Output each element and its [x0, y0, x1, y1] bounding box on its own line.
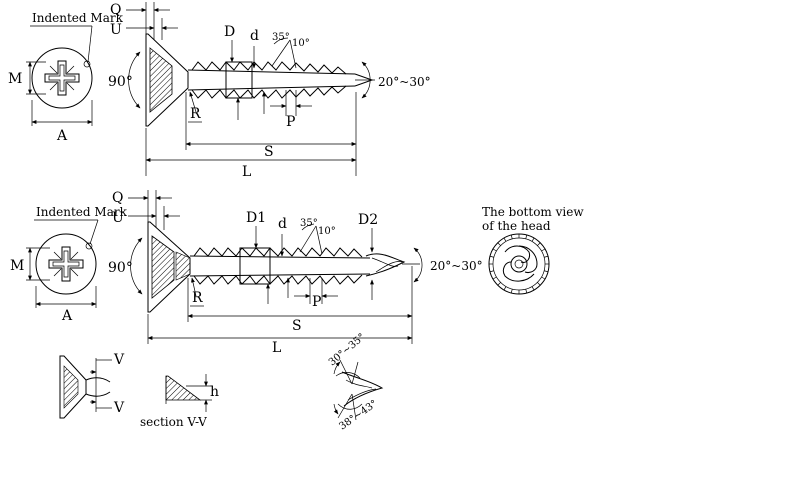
top-head-angle-label: 90° — [108, 74, 133, 90]
bottom-P-label: P — [312, 294, 321, 310]
bottom-d-label: d — [278, 216, 287, 232]
bottom-recess-head-view — [35, 233, 97, 295]
bottom-D2-label: D2 — [358, 212, 378, 228]
detail-views: V V h section V-V 30°~35° 38°~43° — [59, 332, 384, 432]
head-bottom-view-label-line1: The bottom view — [482, 205, 584, 219]
bottom-angle-35-label: 35° — [300, 218, 318, 229]
top-indented-mark-label: Indented Mark — [32, 11, 124, 25]
detail-section-label: section V-V — [140, 415, 207, 429]
top-R-label: R — [190, 106, 201, 122]
detail-V-top-label: V — [113, 352, 125, 368]
top-recess-head-view — [31, 47, 93, 109]
detail-angle-30-35-label: 30°~35° — [327, 332, 368, 369]
bottom-L-label: L — [272, 340, 281, 356]
top-P-label: P — [286, 114, 295, 130]
bottom-tip-angle-label: 20°~30° — [430, 259, 483, 273]
top-screw-view: Indented Mark M A Q U 90° — [8, 2, 431, 180]
detail-h-label: h — [210, 384, 219, 400]
top-L-label: L — [242, 164, 251, 180]
bottom-angle-10-label: 10° — [318, 226, 336, 237]
top-angle-35-label: 35° — [272, 32, 290, 43]
top-S-label: S — [264, 144, 274, 160]
bottom-head-angle-label: 90° — [108, 260, 133, 276]
top-M-label: M — [8, 71, 22, 87]
bottom-thread-crests — [193, 247, 363, 285]
bottom-screw-view: Indented Mark M A Q U 90° — [10, 190, 584, 356]
top-angle-10-label: 10° — [292, 38, 310, 49]
bottom-R-label: R — [192, 290, 203, 306]
bottom-indented-mark-label: Indented Mark — [36, 205, 128, 219]
twisted-tip-detail — [333, 359, 384, 421]
top-Q-label: Q — [110, 2, 121, 18]
detail-V-bottom-label: V — [113, 400, 125, 416]
head-bottom-view-rosette — [488, 233, 550, 295]
top-thread-crests — [191, 61, 347, 99]
bottom-Q-label: Q — [112, 190, 123, 206]
top-A-label: A — [56, 128, 68, 144]
top-D-box — [225, 61, 253, 99]
top-U-label: U — [110, 22, 122, 38]
bottom-S-label: S — [292, 318, 302, 334]
top-d-label: d — [250, 28, 259, 44]
top-tip-angle-label: 20°~30° — [378, 75, 431, 89]
bottom-A-label: A — [61, 308, 73, 324]
bottom-indented-mark-dot — [85, 242, 93, 250]
section-v-v-shape — [165, 375, 202, 401]
head-bottom-view-label-line2: of the head — [482, 219, 551, 233]
detail-angle-38-43-label: 38°~43° — [337, 398, 379, 432]
bottom-M-label: M — [10, 258, 24, 274]
bottom-D1-label: D1 — [246, 210, 266, 226]
top-D-label: D — [224, 24, 235, 40]
bottom-U-label: U — [112, 210, 124, 226]
